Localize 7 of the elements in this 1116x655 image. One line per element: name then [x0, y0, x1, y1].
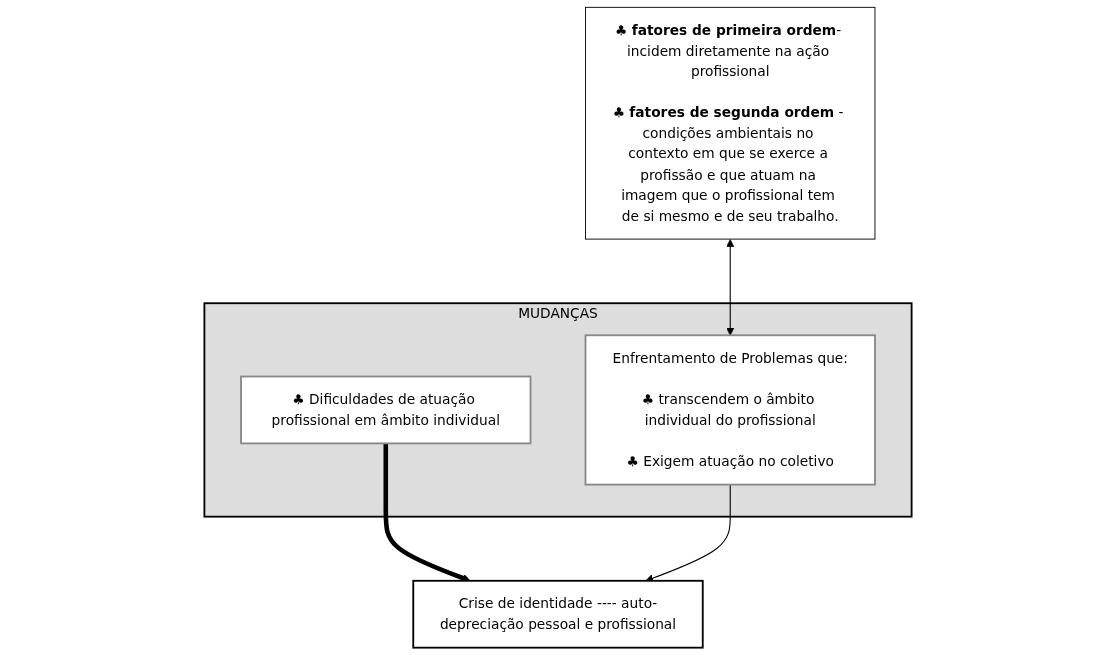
arrow — [383, 443, 471, 582]
node-box: ♣ fatores de primeira ordem- incidem diretamente na ação profissional ♣ fatores de segunda ordem - condições ambientais no contexto em que se exerce a profissão e que atuam na imagem que o profissional tem de si mesmo e de seu trabalho. — [585, 6, 876, 240]
node-box: Crise de identidade ---- auto-depreciação pessoal e profissional — [412, 579, 704, 649]
node-box: Enfrentamento de Problemas que: ♣ transcendem o âmbito individual do profissional ♣ Exigem atuação no coletivo — [584, 334, 876, 486]
arrow — [726, 239, 735, 336]
node-box: ♣ Dificuldades de atuação profissional em âmbito individual — [240, 375, 532, 445]
arrow — [645, 484, 731, 582]
